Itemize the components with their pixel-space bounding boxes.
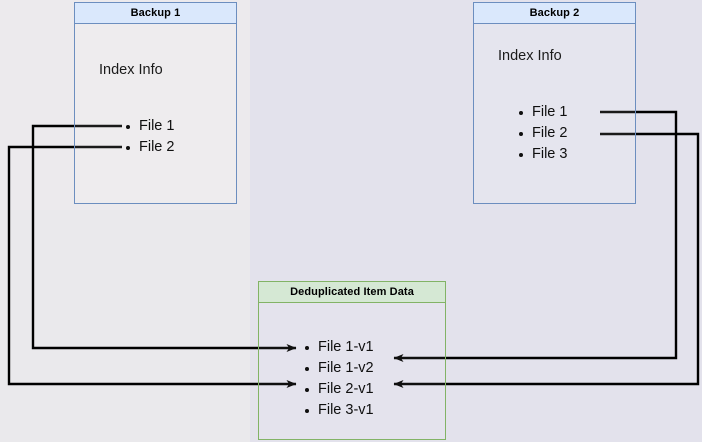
connector-b1-file1-to-file1v1 [31, 124, 297, 352]
list-item: File 1 [125, 116, 174, 137]
box-backup1-file-list: File 1 File 2 [125, 116, 174, 158]
box-backup2-body [473, 24, 636, 204]
list-item: File 1 [518, 102, 567, 123]
connector-b1-file2-to-file2v1 [7, 145, 297, 388]
box-backup1-header: Backup 1 [74, 2, 237, 24]
box-backup1-body [74, 24, 237, 204]
box-backup1-index-label: Index Info [99, 62, 163, 78]
list-item: File 2-v1 [304, 379, 374, 400]
box-dedup-header: Deduplicated Item Data [258, 281, 446, 303]
list-item: File 2 [125, 137, 174, 158]
list-item: File 1-v1 [304, 337, 374, 358]
box-backup2-header: Backup 2 [473, 2, 636, 24]
box-backup2-file-list: File 1 File 2 File 3 [518, 102, 567, 165]
list-item: File 3-v1 [304, 400, 374, 421]
box-dedup-body [258, 303, 446, 440]
box-deduplicated-item-data: Deduplicated Item Data File 1-v1 File 1-… [258, 281, 446, 440]
box-backup2-index-label: Index Info [498, 48, 562, 64]
list-item: File 1-v2 [304, 358, 374, 379]
box-dedup-file-list: File 1-v1 File 1-v2 File 2-v1 File 3-v1 [304, 337, 374, 421]
background-top-left-band [0, 0, 250, 210]
box-backup2: Backup 2 Index Info File 1 File 2 File 3 [473, 2, 636, 204]
box-backup1: Backup 1 Index Info File 1 File 2 [74, 2, 237, 204]
list-item: File 3 [518, 144, 567, 165]
connector-b2-file1-to-file1v2 [393, 110, 678, 362]
list-item: File 2 [518, 123, 567, 144]
connector-b2-file2-to-file2v1 [393, 132, 700, 388]
